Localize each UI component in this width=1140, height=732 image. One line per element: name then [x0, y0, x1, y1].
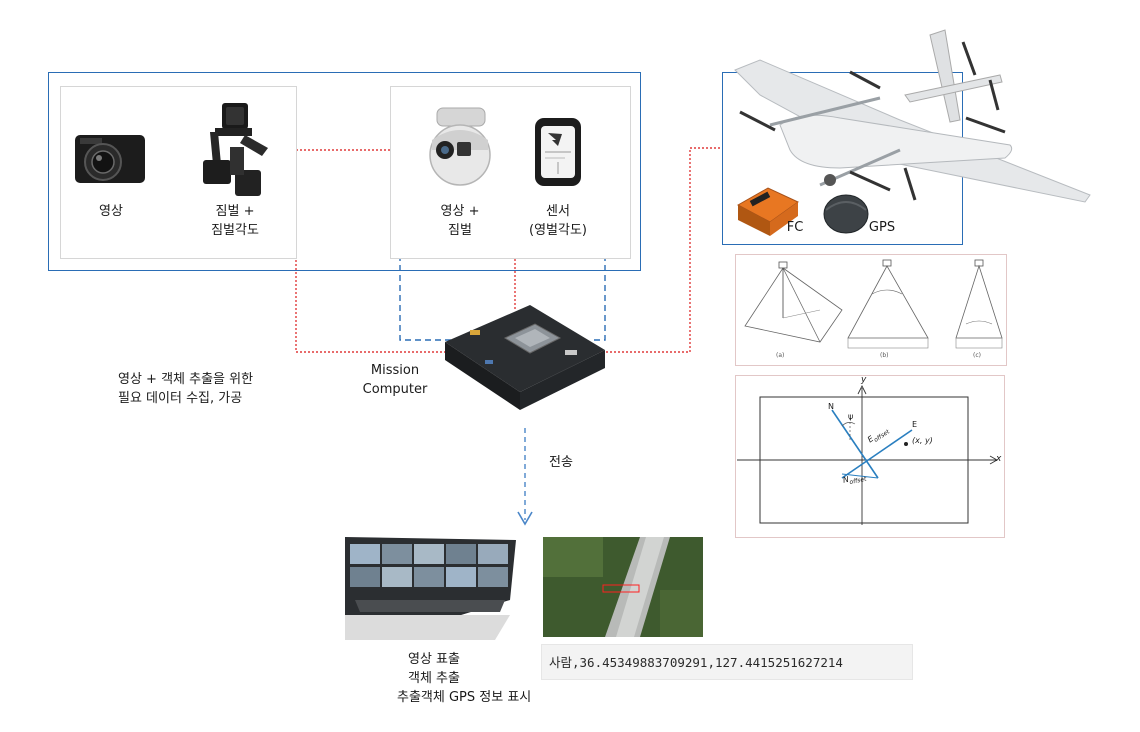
ground-station-line2: 객체 추출 — [408, 670, 460, 687]
ground-station-line3: 추출객체 GPS 정보 표시 — [397, 689, 531, 706]
ground-station-line1: 영상 표출 — [408, 651, 460, 668]
detection-output: 사람,36.45349883709291,127.4415251627214 — [541, 644, 913, 680]
